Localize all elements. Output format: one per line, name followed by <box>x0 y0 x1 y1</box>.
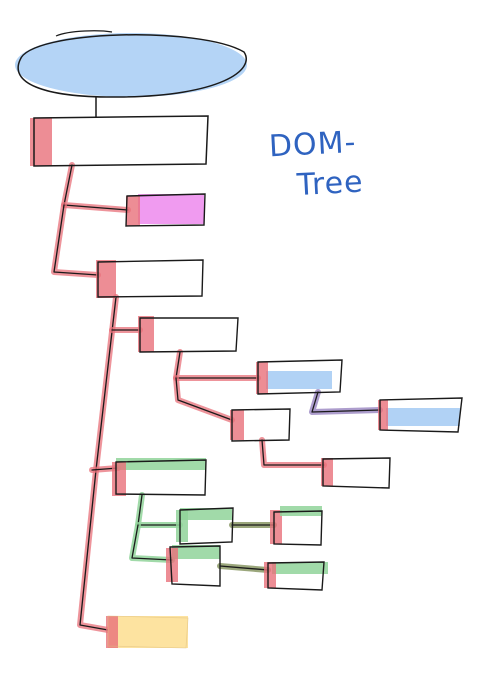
node-level1 <box>30 115 209 167</box>
node-branch-a <box>138 316 239 353</box>
title-line-2: Tree <box>296 164 365 204</box>
node-leaf-a <box>321 457 391 489</box>
root-node <box>15 30 247 98</box>
node-green-3 <box>166 545 221 587</box>
node-branch-a-child <box>230 408 291 442</box>
node-blue-2 <box>378 397 463 433</box>
connector-level1 <box>61 162 131 213</box>
node-yellow-leaf <box>106 615 189 649</box>
node-level2 <box>96 259 204 298</box>
title-line-1: DOM- <box>268 124 358 165</box>
node-branch-green <box>112 458 207 496</box>
connector-lines <box>51 96 383 633</box>
node-blue-1 <box>256 359 343 395</box>
node-magenta-leaf <box>125 193 206 227</box>
node-green-1 <box>176 507 234 545</box>
node-green-2 <box>270 506 323 546</box>
node-green-4 <box>264 561 328 591</box>
diagram-title: DOM- Tree <box>268 123 365 208</box>
